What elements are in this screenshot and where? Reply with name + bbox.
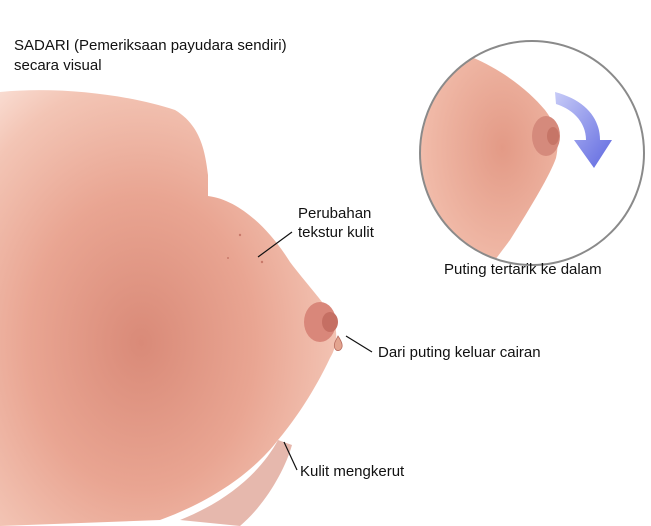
breast-figure xyxy=(0,90,342,526)
leader-discharge xyxy=(346,336,372,352)
title-line-2: secara visual xyxy=(14,56,287,76)
label-nipple-discharge: Dari puting keluar cairan xyxy=(378,343,541,362)
label-skin-dimpling: Kulit mengkerut xyxy=(300,462,404,481)
inset-circle xyxy=(400,40,644,280)
label-nipple-inverted: Puting tertarik ke dalam xyxy=(444,260,602,279)
label-skin-texture: Perubahan tekstur kulit xyxy=(298,204,374,242)
title-line-1: SADARI (Pemeriksaan payudara sendiri) xyxy=(14,36,287,56)
figure-title: SADARI (Pemeriksaan payudara sendiri) se… xyxy=(14,36,287,76)
label-skin-texture-line-1: Perubahan xyxy=(298,204,374,223)
label-skin-texture-line-2: tekstur kulit xyxy=(298,223,374,242)
